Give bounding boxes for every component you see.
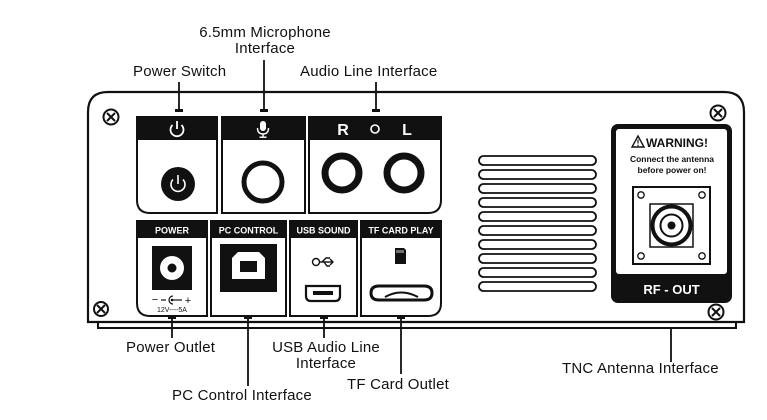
polarity-symbol: − + bbox=[152, 294, 191, 307]
tf-card-slot[interactable] bbox=[369, 284, 434, 302]
callout-tnc-antenna: TNC Antenna Interface bbox=[562, 360, 719, 377]
audio-l-jack[interactable] bbox=[383, 152, 425, 194]
power-icon bbox=[170, 175, 186, 193]
vent-slots bbox=[478, 155, 597, 292]
usb-icon bbox=[311, 257, 334, 267]
usb-b-port[interactable] bbox=[220, 244, 277, 292]
screw-icon bbox=[709, 104, 727, 122]
microphone-jack[interactable] bbox=[241, 160, 285, 204]
leader-lines bbox=[171, 60, 672, 386]
screw-icon bbox=[93, 301, 109, 317]
pc-control-module: PC CONTROL bbox=[210, 220, 287, 317]
rf-out-label: RF - OUT bbox=[643, 282, 699, 297]
power-spec: 12V----5A bbox=[157, 307, 187, 314]
tf-card-play-label: TF CARD PLAY bbox=[368, 226, 433, 236]
polarity-minus: − bbox=[152, 294, 158, 306]
audio-center-mark bbox=[370, 124, 380, 134]
callout-power-outlet: Power Outlet bbox=[126, 339, 216, 356]
audio-r-label: R bbox=[337, 122, 349, 139]
power-icon bbox=[169, 121, 185, 138]
callout-usb-audio-line2: Interface bbox=[295, 355, 357, 372]
usb-sound-label: USB SOUND bbox=[296, 226, 351, 236]
tf-card-module: TF CARD PLAY bbox=[360, 220, 442, 317]
warning-line1: Connect the antenna bbox=[630, 154, 714, 164]
device-base bbox=[97, 322, 737, 329]
warning-line2: before power on! bbox=[638, 165, 707, 175]
power-switch-button[interactable] bbox=[161, 167, 195, 201]
rf-antenna-module: WARNING! Connect the antenna before powe… bbox=[611, 124, 732, 303]
pc-control-label: PC CONTROL bbox=[219, 226, 279, 236]
power-switch-module bbox=[136, 116, 218, 214]
dc-power-jack-pin bbox=[167, 263, 177, 273]
screw-icon bbox=[707, 303, 725, 321]
callout-usb-audio-line1: USB Audio Line bbox=[272, 339, 380, 356]
leader-ticks bbox=[168, 109, 405, 319]
callout-microphone-line1: 6.5mm Microphone bbox=[199, 24, 331, 41]
warning-title: WARNING! bbox=[646, 136, 708, 150]
warning-triangle-icon bbox=[630, 134, 646, 148]
audio-line-module: R L bbox=[308, 116, 442, 214]
microphone-module bbox=[221, 116, 306, 214]
power-label: POWER bbox=[155, 226, 190, 236]
callout-audio-line: Audio Line Interface bbox=[300, 63, 438, 80]
tnc-antenna-connector[interactable] bbox=[632, 186, 711, 265]
callout-usb-audio: USB Audio Line Interface bbox=[246, 340, 406, 372]
callout-tf-card: TF Card Outlet bbox=[347, 376, 449, 393]
power-outlet-module: POWER − + 12V----5A bbox=[136, 220, 208, 317]
audio-l-label: L bbox=[402, 122, 412, 139]
screw-icon bbox=[102, 108, 120, 126]
polarity-plus: + bbox=[185, 295, 191, 307]
callout-microphone: 6.5mm Microphone Interface bbox=[180, 25, 350, 57]
audio-r-jack[interactable] bbox=[321, 152, 363, 194]
usb-sound-module: USB SOUND bbox=[289, 220, 358, 317]
sd-card-icon bbox=[395, 248, 406, 264]
callout-microphone-line2: Interface bbox=[234, 40, 296, 57]
microphone-icon bbox=[256, 121, 270, 138]
callout-power-switch: Power Switch bbox=[133, 63, 227, 80]
micro-usb-port[interactable] bbox=[304, 284, 342, 303]
callout-pc-control: PC Control Interface bbox=[172, 387, 312, 404]
